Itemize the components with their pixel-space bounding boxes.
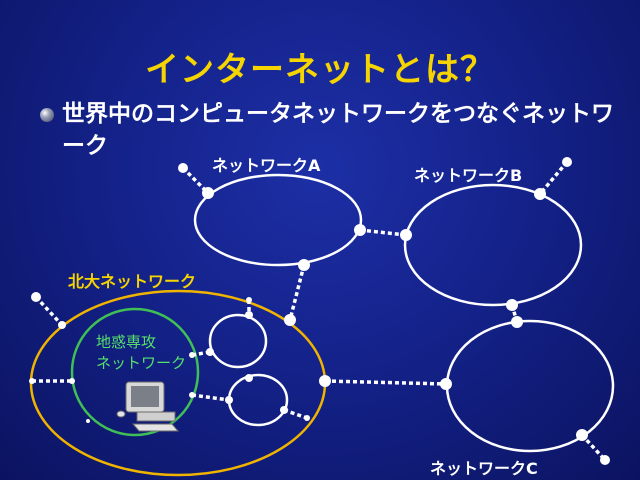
label-hokudai-network: 北大ネットワーク xyxy=(68,272,197,291)
bullet-sphere-icon xyxy=(40,108,54,122)
junction-nodes xyxy=(29,157,610,465)
slide-title: インターネットとは？ xyxy=(145,50,495,90)
bullet-text: 世界中のコンピュータネットワークをつなぐネットワーク xyxy=(62,101,614,159)
network-a-ring xyxy=(193,173,363,267)
label-network-a: ネットワークA xyxy=(212,156,321,175)
label-network-b: ネットワークB xyxy=(414,166,523,185)
network-b-ring xyxy=(403,183,583,307)
label-chiwaku-line2: ネットワーク xyxy=(96,354,187,372)
campus-ring-upper xyxy=(208,313,268,369)
label-chiwaku-line1: 地惑専攻 xyxy=(96,333,157,351)
label-network-c: ネットワークC xyxy=(430,459,538,478)
campus-ring-lower xyxy=(227,373,289,427)
chiwaku-network-ring xyxy=(70,307,200,437)
network-c-ring xyxy=(445,319,615,453)
computer-icon xyxy=(116,381,180,432)
